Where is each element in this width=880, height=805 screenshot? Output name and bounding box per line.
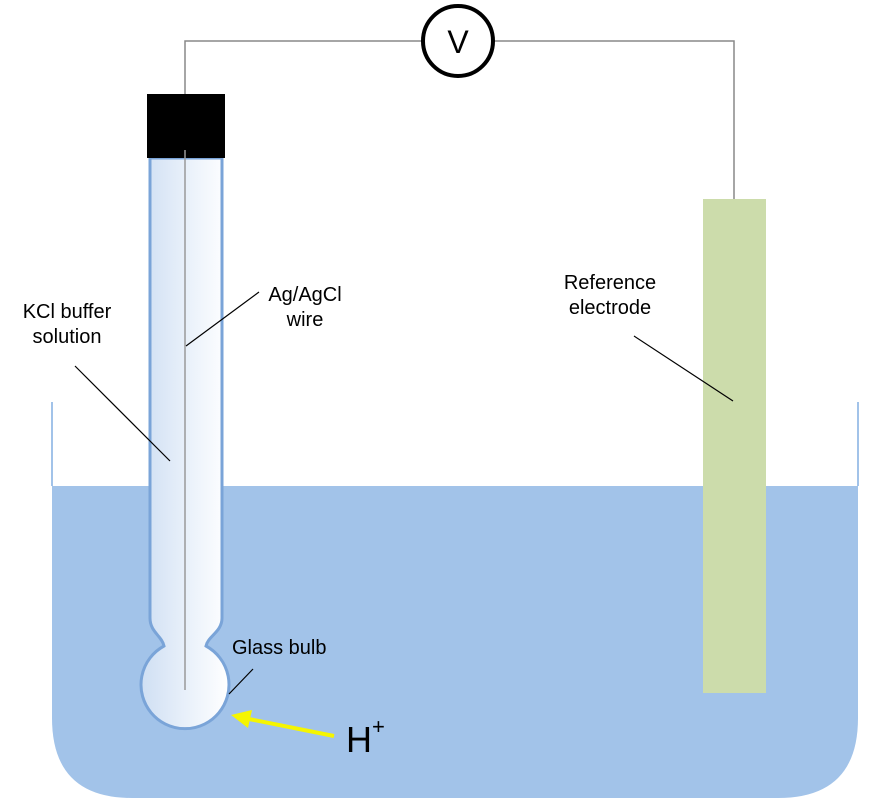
voltmeter-symbol: V xyxy=(447,24,469,60)
leader-reference xyxy=(633,335,734,402)
label-hydrogen-ion: H+ xyxy=(346,716,426,758)
leader-wire xyxy=(185,291,260,347)
circuit-wire-left xyxy=(184,40,422,94)
circuit-wire-right xyxy=(494,40,735,199)
leader-kcl xyxy=(74,365,171,462)
label-kcl-buffer-solution: KCl buffer solution xyxy=(22,301,112,348)
label-reference-electrode: Reference electrode xyxy=(563,272,657,319)
electrode-cap xyxy=(147,94,225,158)
label-ag-agcl-wire: Ag/AgCl wire xyxy=(268,284,342,331)
reference-electrode xyxy=(703,199,766,693)
leader-bulb xyxy=(228,668,254,695)
ion-symbol: H xyxy=(346,719,372,760)
ion-arrow xyxy=(231,710,335,738)
voltmeter: V xyxy=(421,4,495,78)
label-glass-bulb: Glass bulb xyxy=(232,637,327,659)
ion-charge: + xyxy=(372,714,385,739)
